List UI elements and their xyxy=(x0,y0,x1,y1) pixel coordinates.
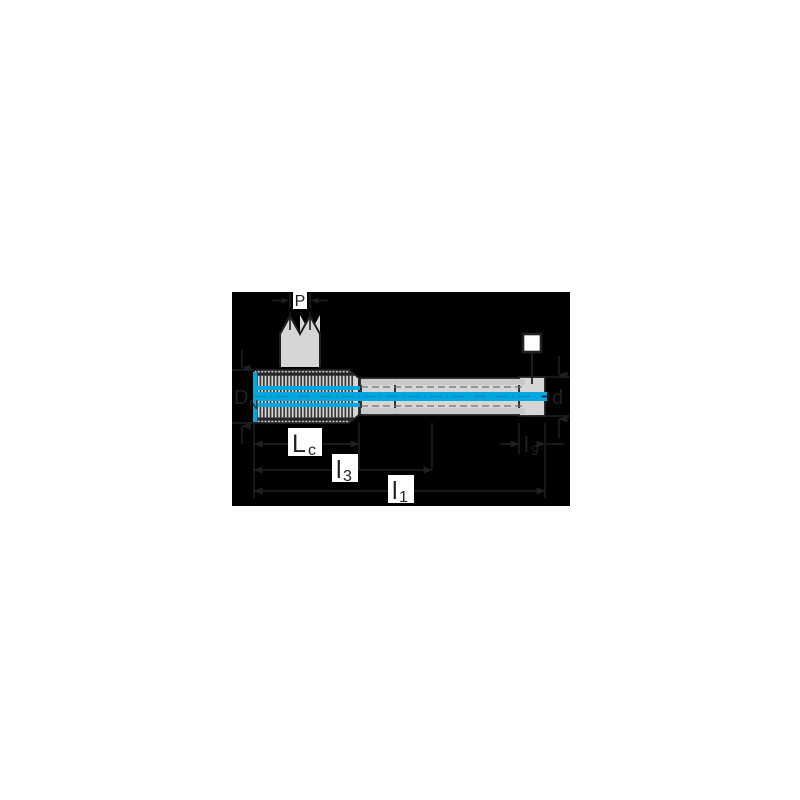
l9-label-subscript: 9 xyxy=(531,442,539,458)
overall-length-dimension: l 1 xyxy=(253,475,546,506)
l3-label-subscript: 3 xyxy=(343,468,352,485)
l1-label: l xyxy=(392,477,398,505)
lc-label-plate xyxy=(288,428,322,456)
shank-shade-upper-a xyxy=(361,379,395,385)
coating-band-upper xyxy=(254,386,362,390)
pitch-label-plate xyxy=(293,292,307,309)
dn-label: D xyxy=(234,387,248,409)
center-coating-band xyxy=(254,392,547,401)
tap-tool-body xyxy=(253,369,547,424)
square-length-dimension: l 9 xyxy=(500,432,564,458)
nominal-diameter-dimension: D N xyxy=(232,350,262,444)
thread-teeth-group xyxy=(254,370,359,423)
lc-label: L xyxy=(292,430,306,458)
shank-diameter-dimension: d xyxy=(532,356,570,438)
technical-drawing-panel: P xyxy=(232,292,570,506)
pitch-dimension: P xyxy=(272,292,328,330)
l1-label-plate xyxy=(388,475,414,503)
square-drive-callout xyxy=(521,332,543,384)
d-label: d xyxy=(552,387,563,409)
pitch-label: P xyxy=(295,293,306,310)
l3-label: l xyxy=(336,456,342,484)
thread-profile-detail xyxy=(279,313,321,367)
l1-label-subscript: 1 xyxy=(399,489,408,506)
l9-label: l xyxy=(524,432,529,457)
square-drive-symbol-icon xyxy=(521,332,543,354)
chamfer-length-dimension: L c xyxy=(253,428,360,459)
drawing-canvas: P xyxy=(232,292,570,506)
l3-label-plate xyxy=(332,454,358,482)
shank-shade-upper-b xyxy=(395,379,525,385)
coating-band-lower xyxy=(254,403,362,407)
dn-label-subscript: N xyxy=(249,397,258,412)
thread-length-dimension: l 3 xyxy=(253,454,433,485)
lc-label-subscript: c xyxy=(308,442,316,459)
shank-shade-lower xyxy=(361,408,525,414)
